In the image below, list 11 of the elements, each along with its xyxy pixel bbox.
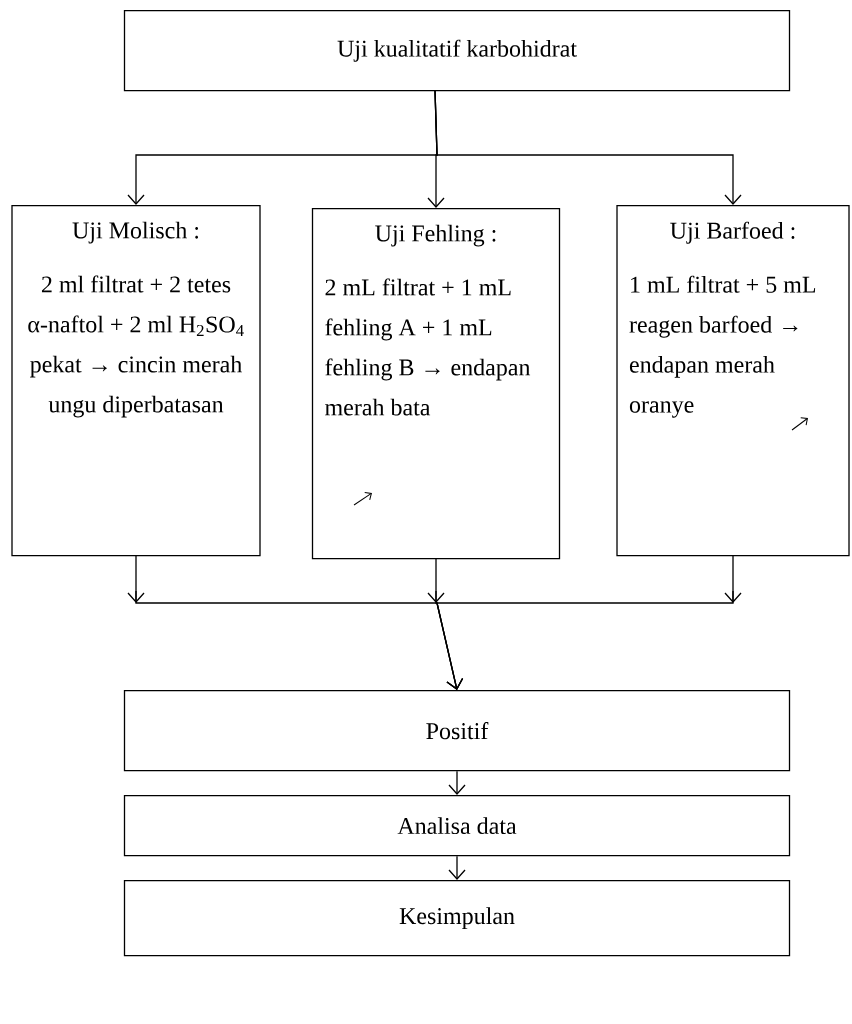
process-box: Uji Barfoed : 1 mL filtrat + 5 mL reagen barfoed → endapan merah oranye bbox=[616, 205, 850, 557]
process-box: Uji kualitatif karbohidrat bbox=[123, 10, 791, 92]
arrow bbox=[448, 855, 466, 880]
arrow bbox=[436, 554, 742, 690]
process-box: Uji Molisch : 2 ml filtrat + 2 tetes α-naftol + 2 ml H$_{2}$SO$_{4}$ pekat → cincin merah ungu diperbatasan bbox=[11, 205, 261, 557]
process-box: Analisa data bbox=[123, 795, 791, 857]
process-box: Positif bbox=[123, 690, 791, 772]
arrow bbox=[448, 770, 466, 795]
process-box: Kesimpulan bbox=[123, 880, 791, 957]
arrow bbox=[434, 89, 742, 205]
process-box: Uji Fehling : 2 mL filtrat + 1 mL fehling A + 1 mL fehling B → endapan merah bata bbox=[311, 208, 561, 560]
